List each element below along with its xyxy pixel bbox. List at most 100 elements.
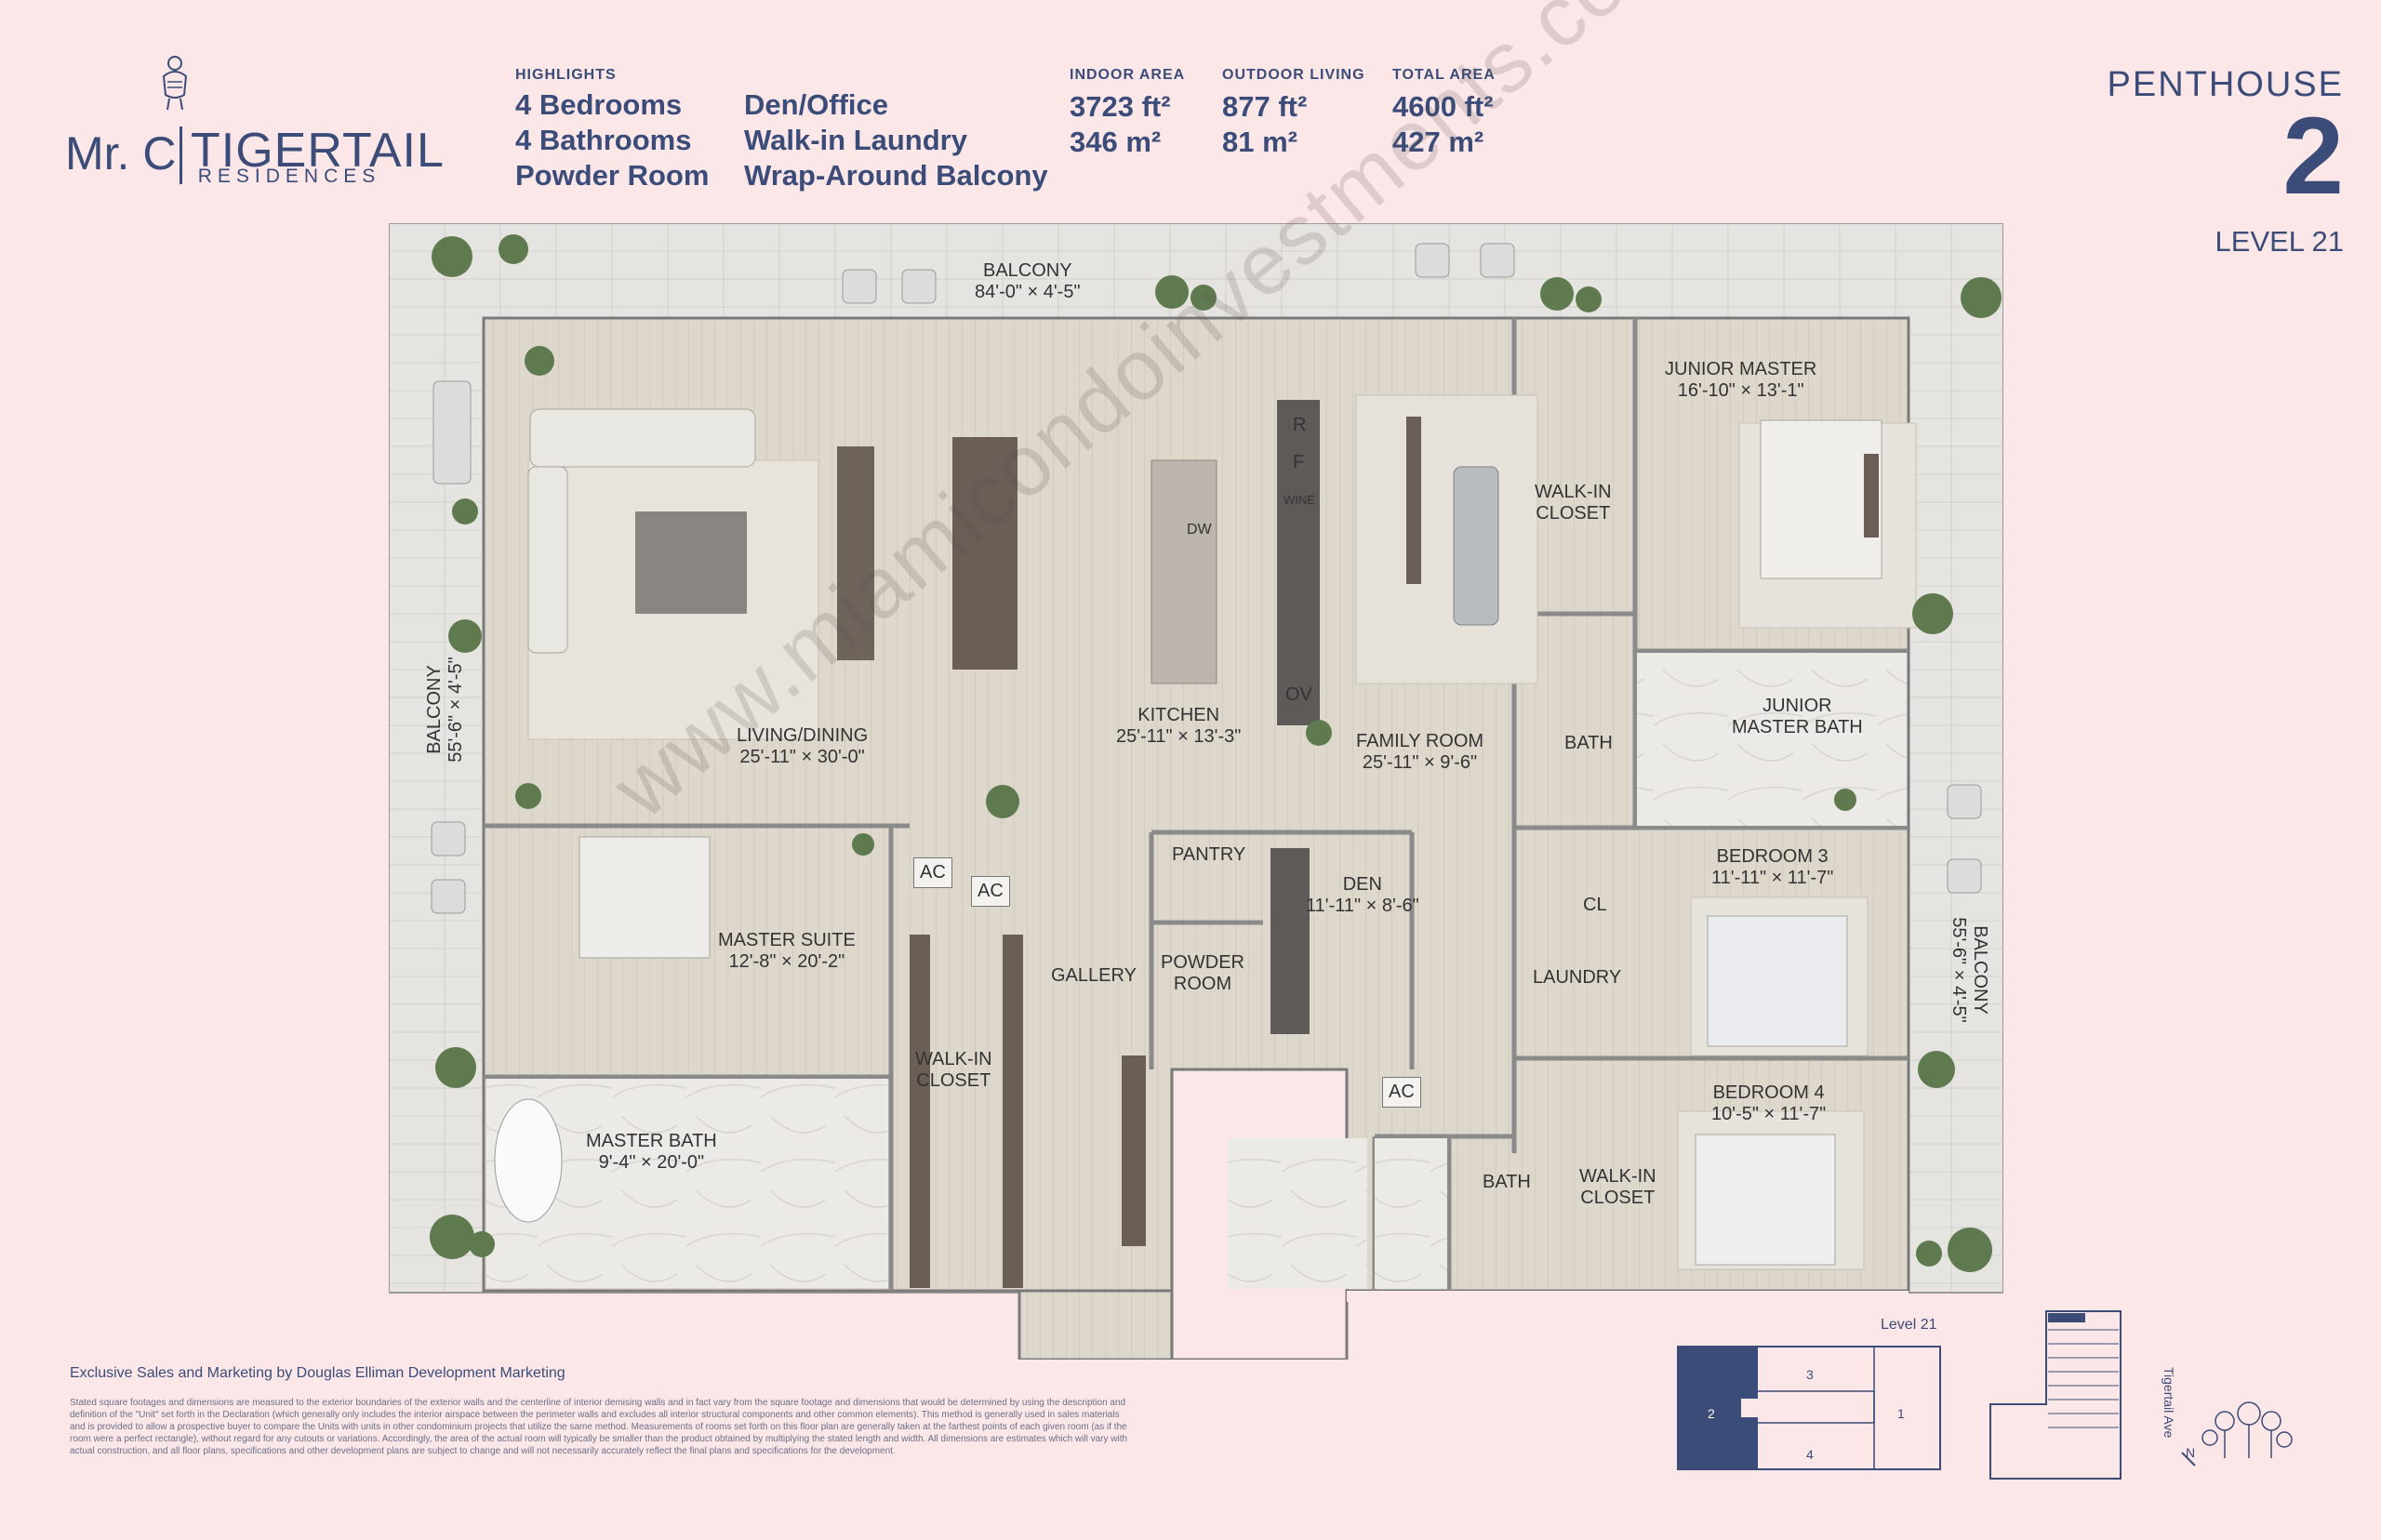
room-name: MASTER BATH <box>586 1131 717 1151</box>
room-dim: 9'-4" × 20'-0" <box>598 1152 705 1173</box>
key-plan: Level 21 2 3 1 4 <box>1674 1313 1944 1471</box>
room-dim: 55'-6" × 4'-5" <box>446 657 466 763</box>
oven-label: OV <box>1285 684 1312 705</box>
master-bath-label: MASTER BATH 9'-4" × 20'-0" <box>586 1131 717 1174</box>
total-area-ft: 4600 ft² <box>1392 90 1494 123</box>
highlight-item: Walk-in Laundry <box>744 124 967 156</box>
indoor-area-label: INDOOR AREA <box>1070 67 1186 83</box>
indoor-area: INDOOR AREA 3723 ft² 346 m² <box>1070 67 1185 160</box>
room-name: LIVING/DINING <box>737 725 869 746</box>
ac-label: AC <box>1382 1077 1421 1108</box>
north-label: N <box>2186 1445 2196 1460</box>
highlights-col1: 4 Bedrooms 4 Bathrooms Powder Room <box>515 87 709 193</box>
closet-label: CL <box>1583 895 1607 915</box>
floor-plan-drawing <box>388 222 2004 1361</box>
brand-separator <box>180 126 182 184</box>
key-unit-1: 1 <box>1897 1406 1905 1421</box>
family-room-label: FAMILY ROOM 25'-11" × 9'-6" <box>1356 731 1483 774</box>
dishwasher-label: DW <box>1187 522 1212 538</box>
room-name: BALCONY <box>1970 925 1990 1015</box>
room-name: POWDER <box>1161 952 1244 973</box>
room-name: BALCONY <box>424 665 445 754</box>
den-label: DEN 11'-11" × 8'-6" <box>1306 874 1419 917</box>
sales-credit: Exclusive Sales and Marketing by Douglas… <box>70 1365 565 1381</box>
walkin-closet-1-label: WALK-IN CLOSET <box>1535 482 1612 524</box>
outdoor-area-m: 81 m² <box>1222 126 1297 158</box>
highlight-item: 4 Bathrooms <box>515 124 692 156</box>
freezer-label: F <box>1293 452 1305 472</box>
room-dim: 10'-5" × 11'-7" <box>1711 1104 1827 1124</box>
room-dim: 84'-0" × 4'-5" <box>975 282 1081 302</box>
room-dim: 12'-8" × 20'-2" <box>728 951 845 972</box>
room-name-2: ROOM <box>1173 974 1232 994</box>
outdoor-area: OUTDOOR LIVING 877 ft² 81 m² <box>1222 67 1365 160</box>
highlight-item: 4 Bedrooms <box>515 88 683 121</box>
room-name-2: CLOSET <box>916 1070 991 1091</box>
ac-label: AC <box>971 876 1010 907</box>
room-name: FAMILY ROOM <box>1356 731 1484 751</box>
highlights-col2: Den/Office Walk-in Laundry Wrap-Around B… <box>744 87 1048 193</box>
gallery-label: GALLERY <box>1051 965 1137 986</box>
junior-master-bath-label: JUNIOR MASTER BATH <box>1732 696 1863 738</box>
site-plan: Tigertail Ave N <box>1981 1302 2316 1488</box>
balcony-right-label: BALCONY 55'-6" × 4'-5" <box>1948 891 1990 1049</box>
fridge-label: R <box>1293 415 1307 435</box>
highlights-label: HIGHLIGHTS <box>515 67 617 83</box>
room-name: JUNIOR <box>1762 696 1832 716</box>
room-name: KITCHEN <box>1137 705 1220 725</box>
walkin-closet-3-label: WALK-IN CLOSET <box>1579 1166 1656 1209</box>
indoor-area-m: 346 m² <box>1070 126 1162 158</box>
kitchen-label: KITCHEN 25'-11" × 13'-3" <box>1116 705 1241 748</box>
bath-2-label: BATH <box>1483 1172 1531 1192</box>
room-dim: 16'-10" × 13'-1" <box>1677 380 1804 401</box>
key-unit-4: 4 <box>1806 1447 1814 1462</box>
room-dim: 11'-11" × 11'-7" <box>1711 868 1834 888</box>
key-unit-3: 3 <box>1806 1367 1814 1382</box>
bedroom-4-label: BEDROOM 4 10'-5" × 11'-7" <box>1711 1082 1826 1125</box>
brand-logo: Mr. C TIGERTAIL RESIDENCES <box>65 54 444 193</box>
disclaimer: Stated square footages and dimensions ar… <box>70 1398 1128 1456</box>
ac-label: AC <box>913 857 952 888</box>
total-area-label: TOTAL AREA <box>1392 67 1496 83</box>
floor-plan: BALCONY 84'-0" × 4'-5" BALCONY 55'-6" × … <box>388 222 2004 1361</box>
unit-number: 2 <box>2282 95 2344 218</box>
living-dining-label: LIVING/DINING 25'-11" × 30'-0" <box>737 725 868 768</box>
outdoor-area-ft: 877 ft² <box>1222 90 1308 123</box>
indoor-area-ft: 3723 ft² <box>1070 90 1171 123</box>
master-suite-label: MASTER SUITE 12'-8" × 20'-2" <box>718 930 856 973</box>
walkin-closet-2-label: WALK-IN CLOSET <box>915 1049 992 1092</box>
room-name: WALK-IN <box>1579 1166 1656 1187</box>
room-name: WALK-IN <box>1535 482 1612 502</box>
room-name: BEDROOM 4 <box>1712 1082 1825 1103</box>
laundry-label: LAUNDRY <box>1533 967 1622 988</box>
bedroom-3-label: BEDROOM 3 11'-11" × 11'-7" <box>1711 846 1833 889</box>
room-name: MASTER SUITE <box>718 930 856 950</box>
highlight-item: Den/Office <box>744 88 889 121</box>
room-dim: 25'-11" × 9'-6" <box>1362 752 1478 773</box>
brand-mrc: Mr. C <box>65 127 177 179</box>
site-plan-diagram <box>1989 1310 2293 1480</box>
total-area: TOTAL AREA 4600 ft² 427 m² <box>1392 67 1496 160</box>
room-name: DEN <box>1342 874 1382 895</box>
highlight-item: Wrap-Around Balcony <box>744 159 1048 192</box>
room-name: BEDROOM 3 <box>1716 846 1829 867</box>
room-dim: 55'-6" × 4'-5" <box>1949 917 1969 1023</box>
balcony-top-label: BALCONY 84'-0" × 4'-5" <box>975 260 1081 303</box>
wine-label: WINE <box>1284 493 1315 507</box>
bath-1-label: BATH <box>1564 733 1613 753</box>
room-name: BALCONY <box>982 260 1072 281</box>
brand-sub: RESIDENCES <box>197 166 381 187</box>
key-plan-diagram <box>1677 1346 1941 1470</box>
unit-type: PENTHOUSE <box>2107 65 2344 104</box>
room-name: WALK-IN <box>915 1049 992 1069</box>
room-dim: 25'-11" × 30'-0" <box>739 747 865 767</box>
key-unit-2: 2 <box>1708 1406 1715 1421</box>
brand-name: TIGERTAIL <box>191 124 445 178</box>
total-area-m: 427 m² <box>1392 126 1484 158</box>
room-dim: 25'-11" × 13'-3" <box>1116 726 1242 747</box>
unit-level: LEVEL 21 <box>2215 225 2344 258</box>
highlight-item: Powder Room <box>515 159 710 192</box>
powder-room-label: POWDER ROOM <box>1161 952 1244 995</box>
key-plan-level: Level 21 <box>1881 1317 1937 1333</box>
street-label: Tigertail Ave <box>2162 1367 2176 1439</box>
